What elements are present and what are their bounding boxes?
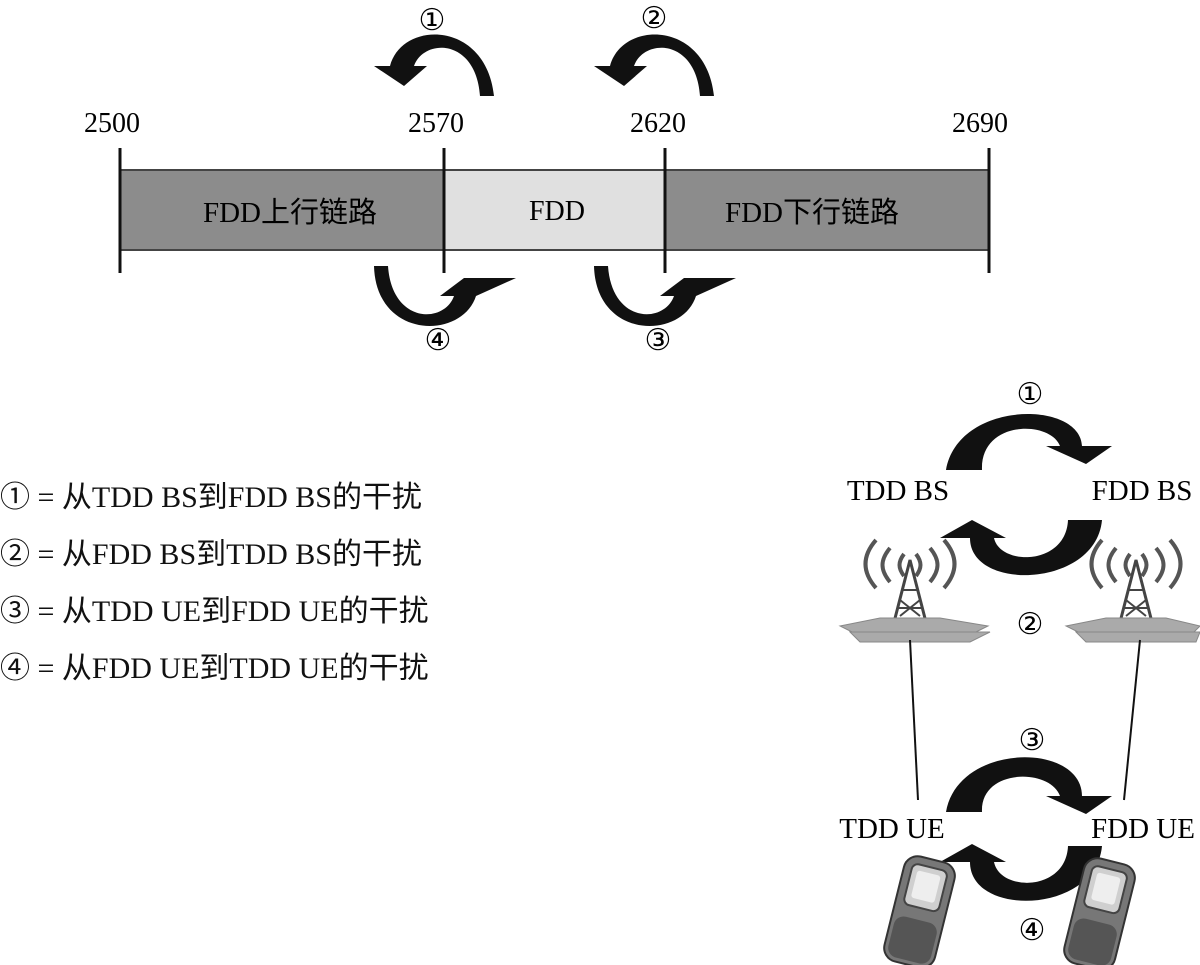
marker-band-4: ④ xyxy=(425,324,452,357)
boundary-label-2690: 2690 xyxy=(952,108,1008,139)
marker-network-2: ② xyxy=(1017,608,1044,641)
marker-network-1: ① xyxy=(1017,378,1044,411)
bs-arrow-fdd-to-tdd-icon xyxy=(940,520,1102,576)
segment-label-fdd-downlink: FDD下行链路 xyxy=(725,196,899,229)
fdd-ue-phone-icon xyxy=(1063,857,1136,965)
marker-band-3: ③ xyxy=(645,324,672,357)
marker-network-4: ④ xyxy=(1019,914,1046,947)
boundary-label-2620: 2620 xyxy=(630,108,686,139)
tdd-ue-phone-icon xyxy=(883,855,956,965)
spectrum-band: 2500 2570 2620 2690 FDD上行链路 FDD FDD下行链路 … xyxy=(84,2,1008,357)
boundary-label-2570: 2570 xyxy=(408,108,464,139)
marker-band-1: ① xyxy=(419,4,446,37)
band-segment-fdd-downlink xyxy=(664,169,990,251)
boundary-label-2500: 2500 xyxy=(84,108,140,139)
legend-item-4: ④ = 从FDD UE到TDD UE的干扰 xyxy=(0,652,429,685)
legend-item-3: ③ = 从TDD UE到FDD UE的干扰 xyxy=(0,595,429,628)
curved-arrow-icon-band-1 xyxy=(374,34,494,96)
legend-item-2: ② = 从FDD BS到TDD BS的干扰 xyxy=(0,538,422,571)
label-fdd-ue: FDD UE xyxy=(1091,813,1195,845)
curved-arrow-icon-band-3 xyxy=(594,266,736,326)
marker-band-2: ② xyxy=(641,2,668,35)
fdd-tower-icon xyxy=(1064,538,1200,643)
segment-label-fdd-middle: FDD xyxy=(529,196,585,227)
network-diagram: ① ② TDD BS FDD BS xyxy=(838,378,1200,965)
link-tdd-bs-ue xyxy=(909,639,919,801)
tdd-tower-icon xyxy=(838,538,991,643)
label-tdd-ue: TDD UE xyxy=(839,813,945,845)
label-tdd-bs: TDD BS xyxy=(847,475,949,507)
label-fdd-bs: FDD BS xyxy=(1092,475,1193,507)
bs-arrow-tdd-to-fdd-icon xyxy=(946,414,1112,470)
ue-arrow-tdd-to-fdd-icon xyxy=(946,757,1112,814)
curved-arrow-icon-band-2 xyxy=(594,34,714,96)
curved-arrow-icon-band-4 xyxy=(374,266,516,326)
band-segment-fdd-uplink xyxy=(119,169,445,251)
link-fdd-bs-ue xyxy=(1123,639,1141,801)
legend-item-1: ① = 从TDD BS到FDD BS的干扰 xyxy=(0,481,422,514)
segment-label-fdd-uplink: FDD上行链路 xyxy=(203,196,377,229)
band-segment-fdd-middle xyxy=(443,169,666,251)
marker-network-3: ③ xyxy=(1019,724,1046,757)
ue-arrow-fdd-to-tdd-icon xyxy=(940,844,1102,901)
